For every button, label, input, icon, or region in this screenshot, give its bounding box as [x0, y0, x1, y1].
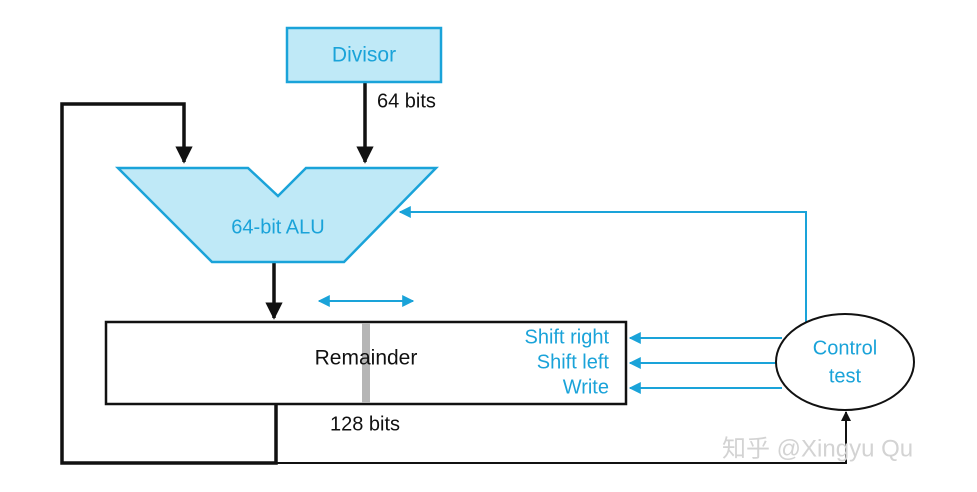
divisor-register	[285, 26, 443, 84]
remainder-to-control-wire	[276, 411, 851, 464]
control-to-alu-wire	[398, 206, 807, 324]
alu-label: 64-bit ALU	[231, 216, 324, 238]
feedback-loop-wire	[60, 102, 278, 465]
divisor-width-label: 64 bits	[377, 90, 436, 112]
watermark-text: 知乎 @Xingyu Qu	[722, 435, 913, 462]
remainder-width-label: 128 bits	[330, 413, 400, 435]
remainder-split-marker	[362, 323, 370, 403]
alu-block	[114, 166, 439, 264]
control-label-line1: Control	[813, 337, 877, 359]
shift-right-label: Shift right	[525, 326, 610, 348]
shift-left-label: Shift left	[537, 351, 610, 373]
write-label: Write	[563, 376, 609, 398]
remainder-label: Remainder	[315, 347, 418, 370]
divisor-label: Divisor	[332, 44, 396, 67]
control-test-unit	[775, 313, 915, 411]
control-label-line2: test	[829, 365, 862, 387]
